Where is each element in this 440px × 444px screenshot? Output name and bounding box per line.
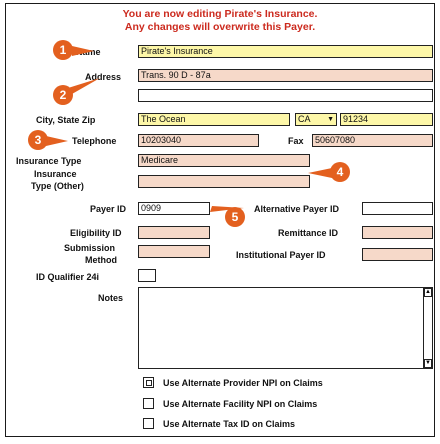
edit-warning-line-2: Any changes will overwrite this Payer. <box>124 21 316 33</box>
callout-arrow-4 <box>308 168 332 178</box>
notes-label: Notes <box>98 293 124 303</box>
callout-badge-4: 4 <box>330 162 350 182</box>
remittance-id-field[interactable] <box>362 226 433 239</box>
callout-badge-3: 3 <box>28 130 48 150</box>
address-line-2-field[interactable] <box>138 89 433 102</box>
notes-value <box>139 291 143 305</box>
submission-method-label-2: Method <box>85 255 117 265</box>
institutional-payer-id-field[interactable] <box>362 248 433 261</box>
scroll-up-icon[interactable]: ▲ <box>424 288 432 297</box>
eligibility-id-field[interactable] <box>138 226 210 239</box>
callout-badge-1: 1 <box>53 40 73 60</box>
payer-id-label: Payer ID <box>90 204 127 214</box>
edit-warning-line-1: You are now editing Pirate's Insurance. <box>122 8 318 20</box>
fax-label: Fax <box>288 136 304 146</box>
institutional-payer-id-label: Institutional Payer ID <box>236 250 326 260</box>
insurance-type-select[interactable]: Medicare <box>138 154 310 167</box>
callout-arrow-3 <box>46 136 68 146</box>
callout-badge-2: 2 <box>53 85 73 105</box>
fax-field[interactable]: 50607080 <box>312 134 433 147</box>
payer-edit-panel: You are now editing Pirate's Insurance. … <box>5 3 435 437</box>
alternate-provider-npi-label: Use Alternate Provider NPI on Claims <box>163 378 323 388</box>
id-qualifier-field[interactable] <box>138 269 156 282</box>
alternate-tax-id-checkbox[interactable] <box>143 418 154 429</box>
name-field[interactable]: Pirate's Insurance <box>138 45 433 58</box>
notes-textarea[interactable]: ▲ ▼ <box>138 287 433 369</box>
scroll-down-icon[interactable]: ▼ <box>424 359 432 368</box>
state-value: CA <box>298 114 311 124</box>
insurance-type-other-label-1: Insurance <box>34 169 77 179</box>
notes-scrollbar[interactable]: ▲ ▼ <box>423 288 432 368</box>
city-field[interactable]: The Ocean <box>138 113 290 126</box>
callout-arrow-2 <box>68 78 100 94</box>
address-label: Address <box>85 72 122 82</box>
remittance-id-label: Remittance ID <box>278 228 339 238</box>
chevron-down-icon[interactable]: ▼ <box>327 116 334 123</box>
callout-badge-5: 5 <box>225 207 245 227</box>
alternate-tax-id-label: Use Alternate Tax ID on Claims <box>163 419 296 429</box>
id-qualifier-label: ID Qualifier 24i <box>36 272 100 282</box>
state-field[interactable]: CA ▼ <box>295 113 337 126</box>
alternative-payer-id-field[interactable] <box>362 202 433 215</box>
alternative-payer-id-label: Alternative Payer ID <box>254 204 340 214</box>
telephone-field[interactable]: 10203040 <box>138 134 259 147</box>
payer-id-field[interactable]: 0909 <box>138 202 210 215</box>
insurance-type-other-field[interactable] <box>138 175 310 188</box>
insurance-type-label: Insurance Type <box>16 156 82 166</box>
callout-arrow-5 <box>210 206 244 212</box>
callout-arrow-1 <box>72 46 94 56</box>
zip-field[interactable]: 91234 <box>340 113 433 126</box>
alternate-provider-npi-checkbox[interactable] <box>143 377 154 388</box>
alternate-facility-npi-label: Use Alternate Facility NPI on Claims <box>163 399 318 409</box>
address-line-1-field[interactable]: Trans. 90 D - 87a <box>138 69 433 82</box>
alternate-facility-npi-checkbox[interactable] <box>143 398 154 409</box>
telephone-label: Telephone <box>72 136 117 146</box>
eligibility-id-label: Eligibility ID <box>70 228 122 238</box>
submission-method-label-1: Submission <box>64 243 116 253</box>
city-state-zip-label: City, State Zip <box>36 115 96 125</box>
submission-method-select[interactable] <box>138 245 210 258</box>
insurance-type-other-label-2: Type (Other) <box>31 181 84 191</box>
